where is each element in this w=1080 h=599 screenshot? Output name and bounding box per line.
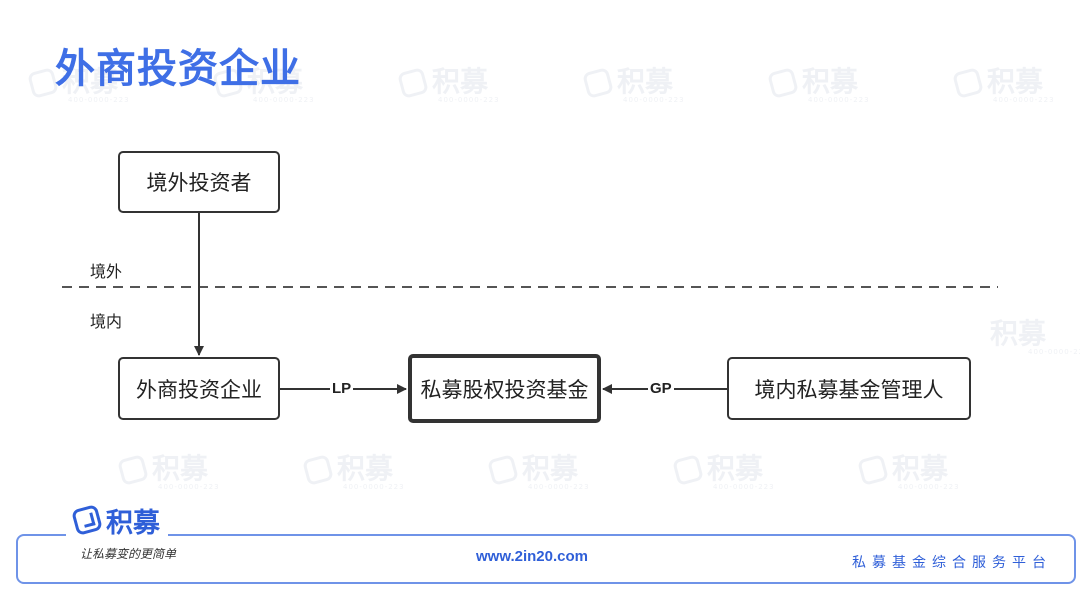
footer-tagline: 私募基金综合服务平台 [852, 555, 1052, 571]
label-inside: 境内 [90, 312, 123, 331]
node-pe-fund: 私募股权投资基金 [408, 354, 601, 423]
footer-frame [16, 534, 1076, 584]
node-fie: 外商投资企业 [118, 357, 280, 420]
footer-url[interactable]: www.2in20.com [476, 548, 588, 565]
logo-icon [71, 504, 103, 536]
footer-slogan: 让私募变的更简单 [76, 545, 181, 562]
footer-logo: 积募 [66, 500, 168, 540]
node-domestic-manager: 境内私募基金管理人 [727, 357, 971, 420]
edge-label-gp: GP [648, 380, 674, 397]
page-title: 外商投资企业 [55, 46, 301, 92]
edge-label-lp: LP [330, 380, 354, 397]
node-foreign-investor: 境外投资者 [118, 151, 280, 213]
label-outside: 境外 [90, 262, 123, 281]
